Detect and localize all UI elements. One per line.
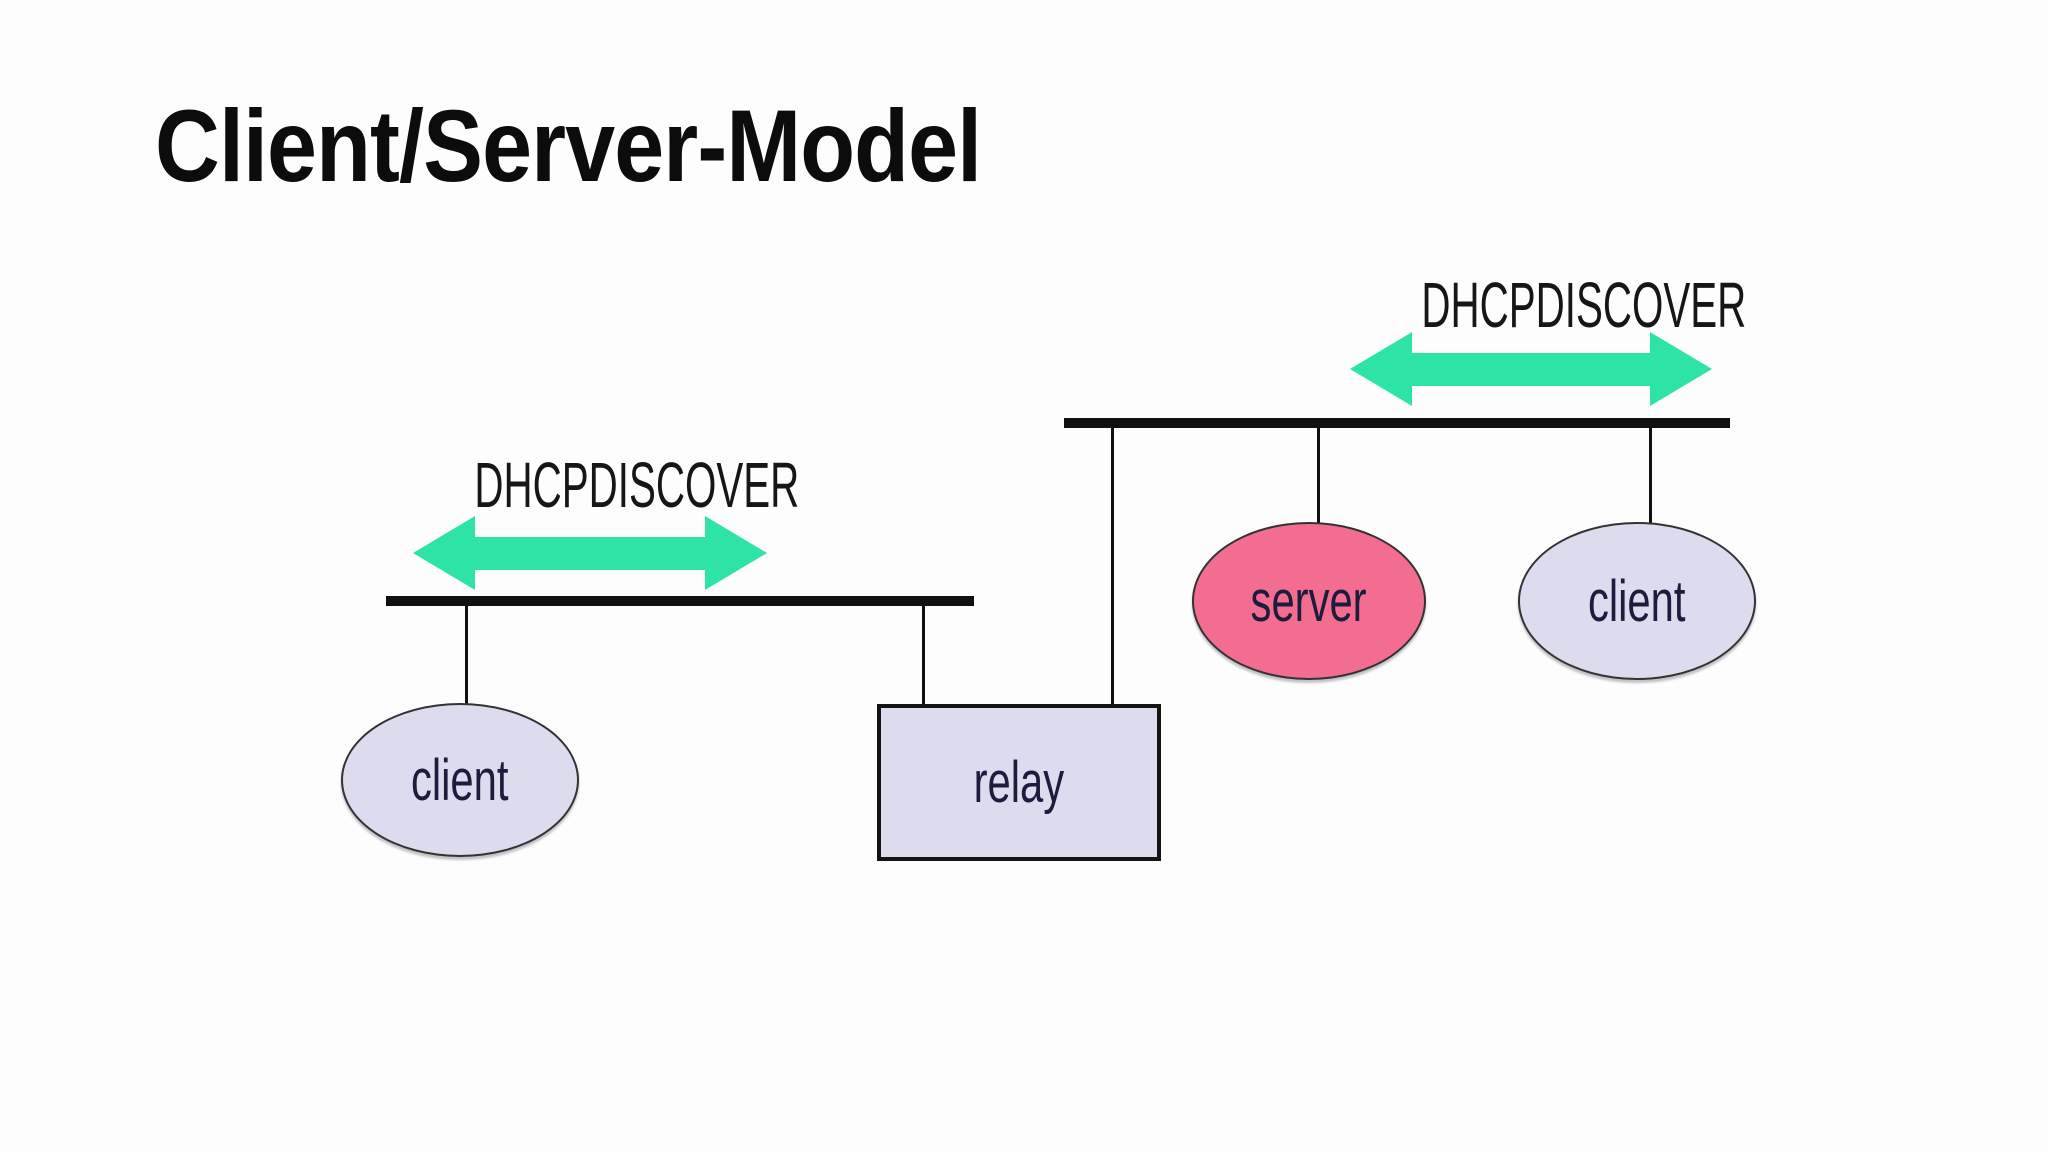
arrow-shaft bbox=[1412, 352, 1650, 386]
client-right-label: client bbox=[1588, 568, 1686, 634]
page-title: Client/Server-Model bbox=[155, 89, 982, 203]
connector-bus-to-relay-long bbox=[1111, 426, 1114, 706]
arrow-shaft bbox=[475, 536, 705, 570]
dhcpdiscover-label-right-text: DHCPDISCOVER bbox=[1421, 269, 1747, 341]
connector-bus-to-client-left bbox=[465, 604, 468, 706]
relay-node: relay bbox=[877, 704, 1161, 861]
dhcpdiscover-label-left-text: DHCPDISCOVER bbox=[474, 449, 800, 521]
connector-bus-to-relay bbox=[922, 604, 925, 706]
network-bus-upper bbox=[1064, 418, 1730, 428]
client-right-node: client bbox=[1518, 522, 1756, 680]
dhcpdiscover-label-left: DHCPDISCOVER bbox=[379, 448, 799, 522]
server-node: server bbox=[1192, 522, 1426, 680]
dhcpdiscover-arrow-left bbox=[413, 516, 767, 590]
dhcpdiscover-arrow-right bbox=[1350, 332, 1712, 406]
dhcpdiscover-label-right: DHCPDISCOVER bbox=[1326, 268, 1746, 342]
connector-bus-to-server bbox=[1317, 426, 1320, 524]
client-left-node: client bbox=[341, 703, 579, 857]
connector-bus-to-client-right bbox=[1649, 426, 1652, 524]
arrow-right-head-icon bbox=[1650, 332, 1712, 406]
server-label: server bbox=[1250, 568, 1368, 634]
arrow-left-head-icon bbox=[1350, 332, 1412, 406]
client-left-label: client bbox=[411, 747, 509, 813]
network-bus-lower bbox=[386, 596, 974, 606]
relay-label: relay bbox=[973, 750, 1065, 815]
arrow-right-head-icon bbox=[705, 516, 767, 590]
arrow-left-head-icon bbox=[413, 516, 475, 590]
